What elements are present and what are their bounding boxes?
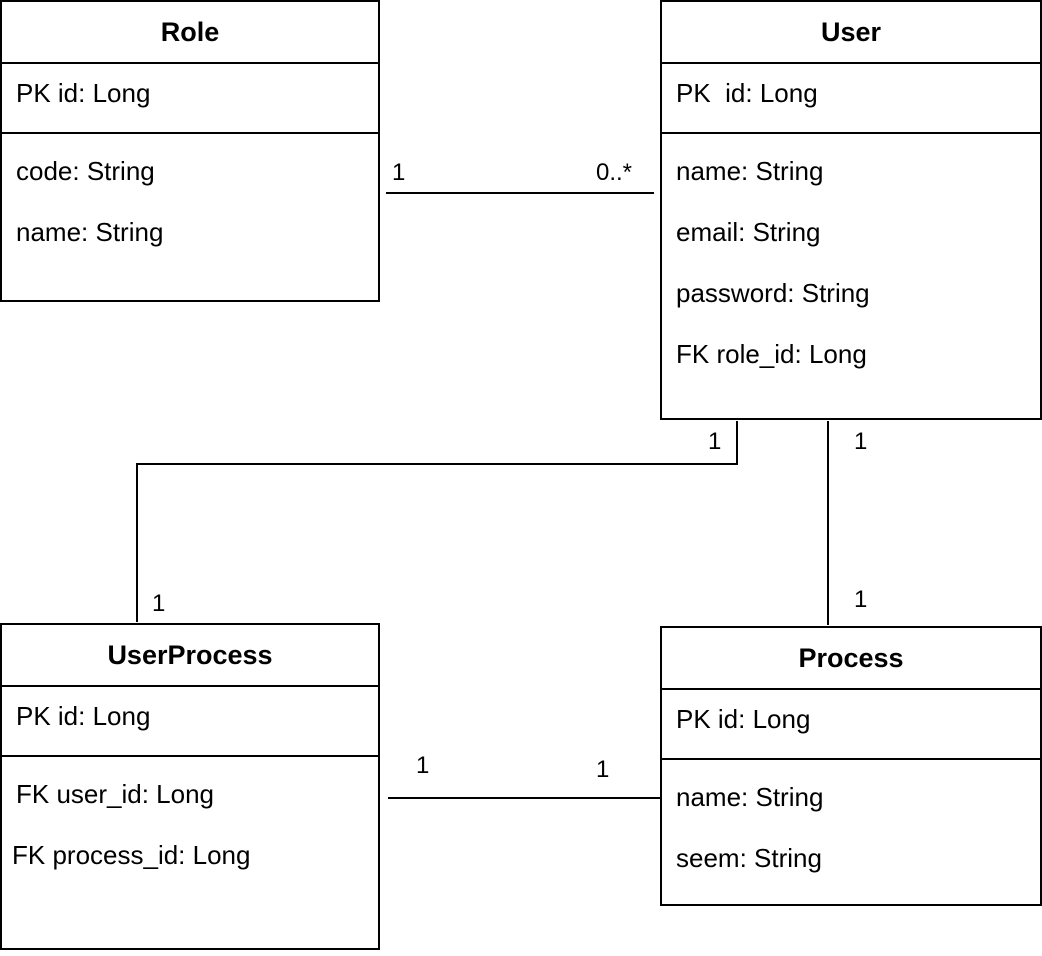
userprocess-entity: UserProcess PK id: Long FK user_id: Long… [0, 623, 380, 950]
user-primary-key: PK id: Long [662, 64, 1040, 134]
userprocess-process-multiplicity-userprocess: 1 [416, 752, 430, 779]
role-entity: Role PK id: Long code: String name: Stri… [0, 0, 380, 302]
userprocess-primary-key: PK id: Long [2, 687, 378, 757]
process-primary-key: PK id: Long [662, 690, 1040, 760]
role-field-name: name: String [16, 217, 164, 247]
user-field-name: name: String [676, 156, 824, 186]
process-entity: Process PK id: Long name: String seem: S… [660, 626, 1042, 906]
role-fields: code: String name: String [2, 134, 378, 278]
user-process-multiplicity-process: 1 [854, 586, 868, 613]
user-userprocess-multiplicity-user: 1 [708, 428, 722, 455]
user-field-email: email: String [676, 217, 821, 247]
user-fields: name: String email: String password: Str… [662, 134, 1040, 400]
role-user-multiplicity-user: 0..* [596, 159, 633, 186]
user-field-password: password: String [676, 278, 870, 308]
user-entity-title: User [662, 2, 1040, 64]
user-field-role-id: FK role_id: Long [676, 339, 867, 369]
userprocess-process-multiplicity-process: 1 [596, 756, 610, 783]
user-process-multiplicity-user: 1 [854, 428, 868, 455]
userprocess-field-user-id: FK user_id: Long [16, 779, 215, 809]
role-field-code: code: String [16, 156, 155, 186]
user-userprocess-connector [136, 421, 738, 622]
role-entity-title: Role [2, 2, 378, 64]
user-entity: User PK id: Long name: String email: Str… [660, 0, 1042, 420]
process-field-seem: seem: String [676, 843, 822, 873]
userprocess-fields: FK user_id: Long FK process_id: Long [2, 757, 378, 901]
user-userprocess-multiplicity-userprocess: 1 [152, 590, 166, 617]
userprocess-entity-title: UserProcess [2, 625, 378, 687]
role-user-multiplicity-role: 1 [392, 159, 406, 186]
role-primary-key: PK id: Long [2, 64, 378, 134]
process-field-name: name: String [676, 782, 824, 812]
process-entity-title: Process [662, 628, 1040, 690]
process-fields: name: String seem: String [662, 760, 1040, 904]
userprocess-field-process-id: FK process_id: Long [12, 840, 251, 870]
